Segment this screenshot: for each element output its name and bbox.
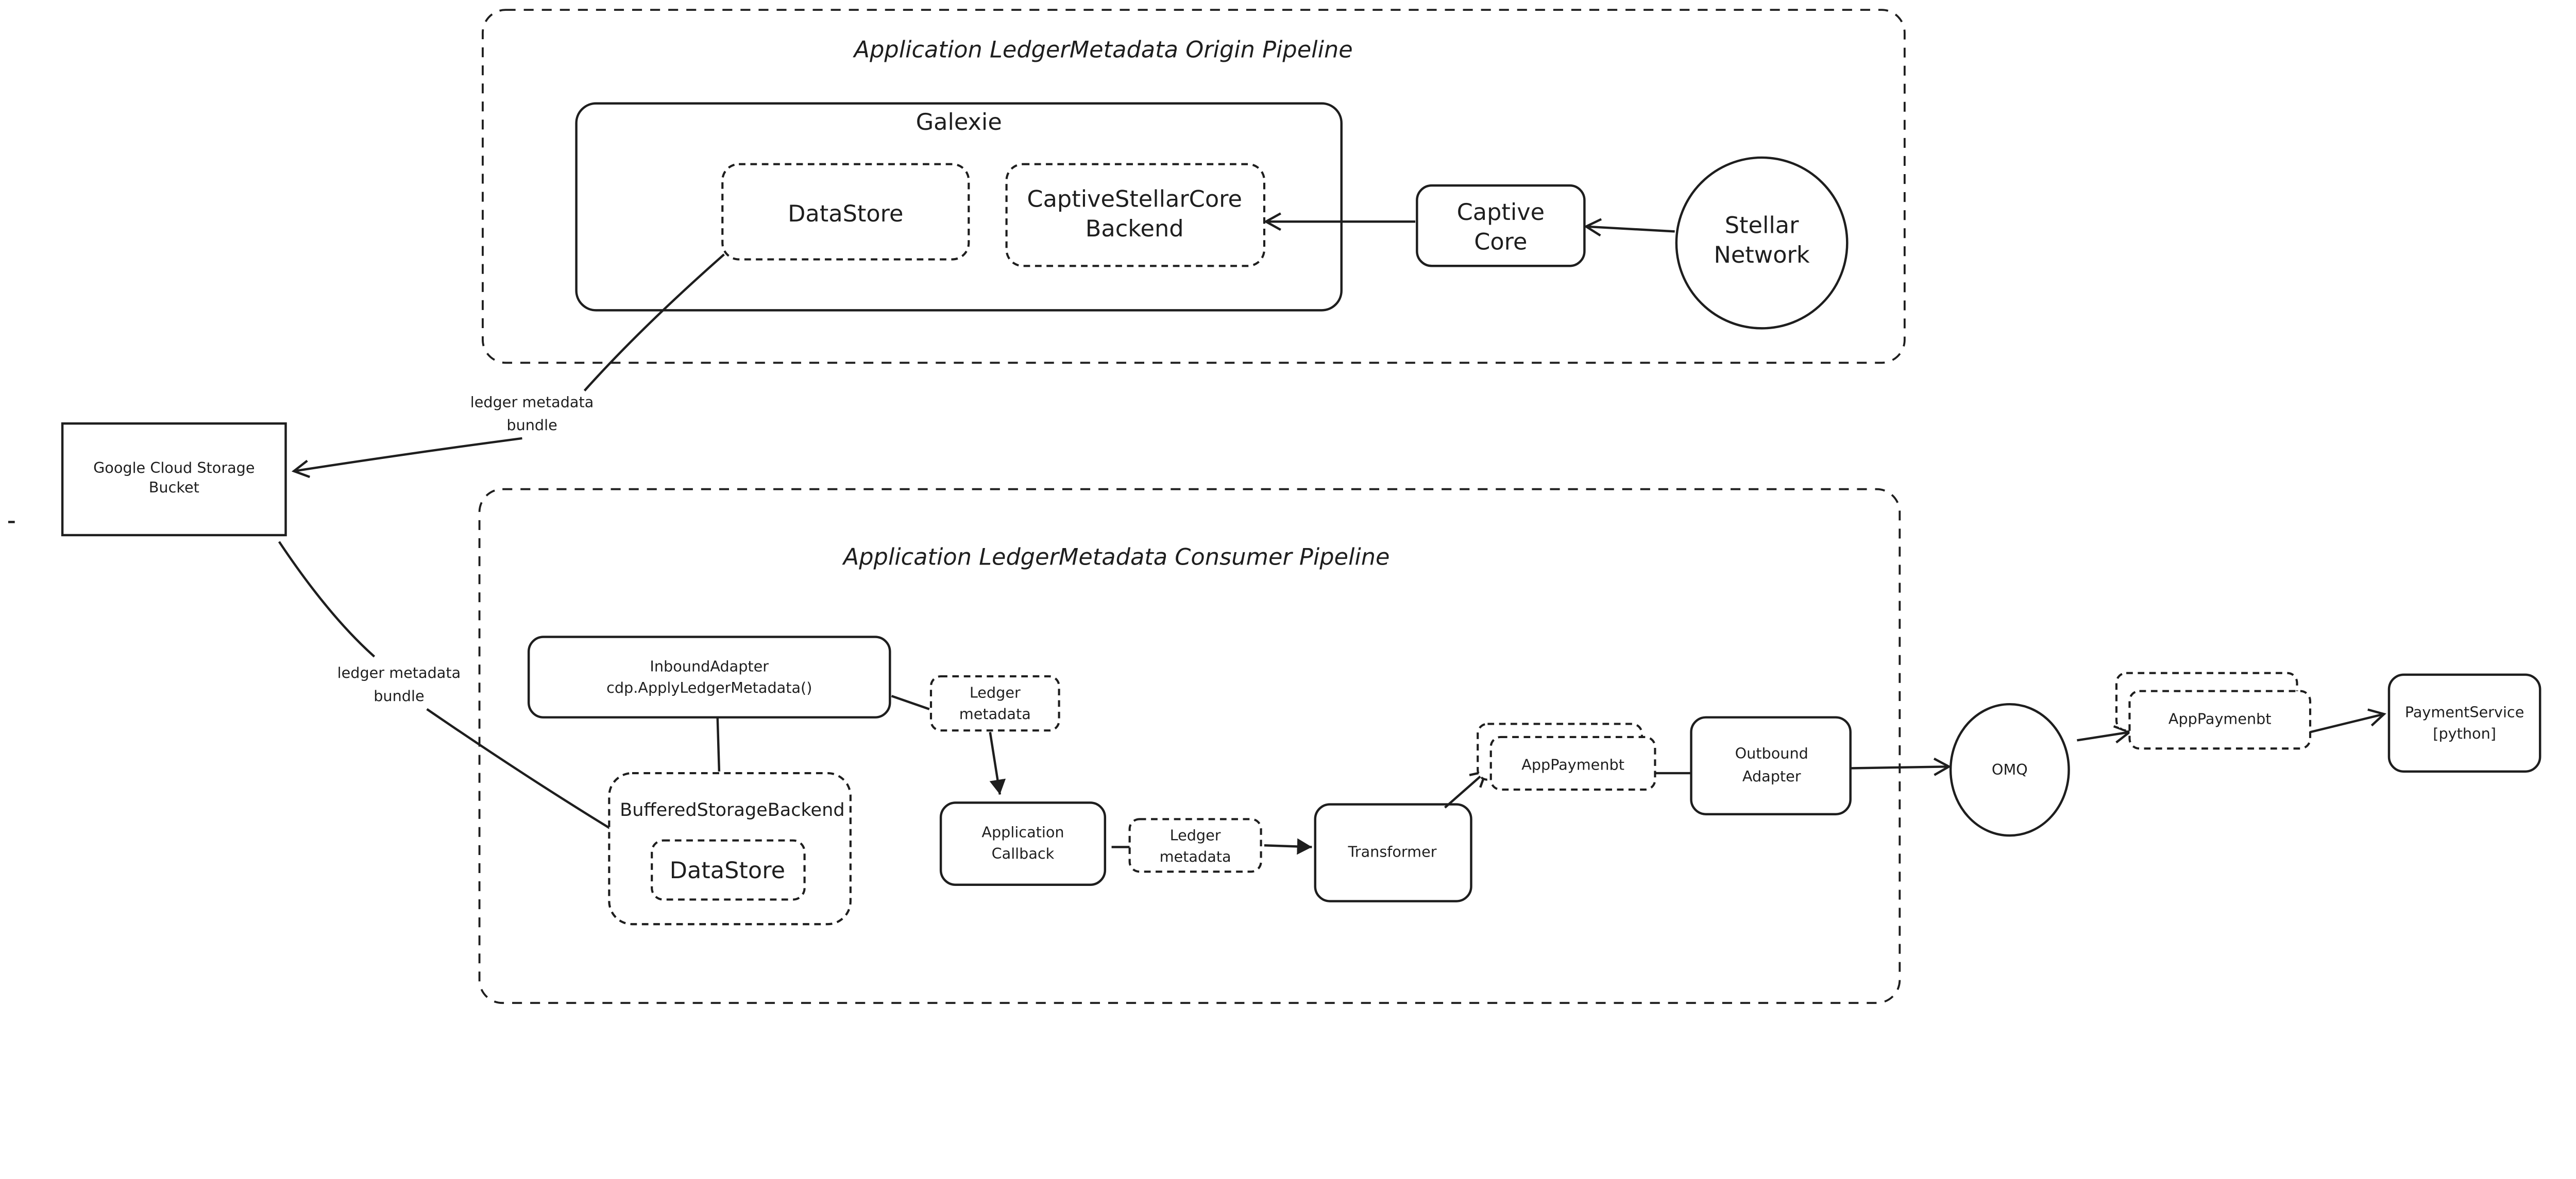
arrow-omq-to-payment <box>2077 725 2132 744</box>
captive-stellar-core-backend-node[interactable]: CaptiveStellarCore Backend <box>1005 163 1266 267</box>
captive-core-node[interactable]: Captive Core <box>1416 184 1586 267</box>
outbound-label-2: Adapter <box>1742 767 1801 785</box>
app-payment-2-label: AppPaymenbt <box>2168 710 2272 727</box>
callback-label-1: Application <box>981 823 1064 841</box>
edge-inbound-to-ledger-metadata <box>891 695 930 710</box>
outbound-adapter-node[interactable]: Outbound Adapter <box>1690 716 1852 815</box>
ledger-metadata-1-label-1: Ledger <box>970 684 1021 701</box>
app-payment-stack-2[interactable]: AppPaymenbt <box>2115 672 2312 750</box>
edge-gcs-to-consumer <box>278 541 376 658</box>
origin-pipeline-title: Application LedgerMetadata Origin Pipeli… <box>853 37 1353 63</box>
buffered-backend-label: BufferedStorageBackend <box>620 799 844 821</box>
download-label-2: bundle <box>374 687 424 705</box>
gcs-label-2: Bucket <box>149 479 199 496</box>
callback-label-2: Callback <box>992 845 1055 862</box>
consumer-datastore-label: DataStore <box>670 857 785 884</box>
captive-core-label-2: Core <box>1474 228 1527 255</box>
payment-service-node[interactable]: PaymentService [python] <box>2387 673 2541 773</box>
arrow-ledger-to-callback <box>989 732 1006 795</box>
stellar-network-label-1: Stellar <box>1725 212 1799 239</box>
gcs-bucket-node[interactable]: Google Cloud Storage Bucket <box>61 422 287 537</box>
payment-service-label-2: [python] <box>2433 725 2496 742</box>
arrow-transformer-to-payment <box>1444 770 1488 809</box>
arrow-ledger-to-transformer <box>1264 838 1312 855</box>
gcs-label-1: Google Cloud Storage <box>93 459 255 476</box>
captive-backend-label-2: Backend <box>1086 215 1184 242</box>
stellar-network-label-2: Network <box>1714 242 1809 268</box>
origin-pipeline-group: Application LedgerMetadata Origin Pipeli… <box>482 9 1906 364</box>
edge-inbound-to-buffered <box>716 717 721 772</box>
consumer-datastore-node[interactable]: DataStore <box>651 839 806 901</box>
ledger-metadata-2-label-1: Ledger <box>1170 827 1221 844</box>
captive-backend-label-1: CaptiveStellarCore <box>1027 186 1242 213</box>
app-payment-1-label: AppPaymenbt <box>1521 756 1624 774</box>
consumer-pipeline-group: Application LedgerMetadata Consumer Pipe… <box>478 488 1901 1004</box>
app-payment-stack-1[interactable]: AppPaymenbt <box>1477 723 1656 791</box>
arrow-outbound-to-omq <box>1850 757 1952 776</box>
origin-datastore-node[interactable]: DataStore <box>721 163 970 261</box>
stellar-network-node[interactable]: Stellar Network <box>1675 156 1849 330</box>
ledger-metadata-node-1[interactable]: Ledger metadata <box>929 675 1060 732</box>
captive-core-label-1: Captive <box>1457 199 1545 226</box>
ledger-metadata-1-label-2: metadata <box>959 705 1031 723</box>
arrow-to-gcs <box>291 437 522 479</box>
inbound-adapter-label-1: InboundAdapter <box>650 657 769 675</box>
inbound-adapter-node[interactable]: InboundAdapter cdp.ApplyLedgerMetadata() <box>527 636 891 719</box>
download-label-1: ledger metadata <box>337 664 461 681</box>
ledger-metadata-2-label-2: metadata <box>1160 848 1231 865</box>
arrow-payment-to-service <box>2310 708 2386 733</box>
ledger-metadata-node-2[interactable]: Ledger metadata <box>1128 818 1262 873</box>
architecture-diagram: Application LedgerMetadata Origin Pipeli… <box>8 9 2541 1004</box>
transformer-node[interactable]: Transformer <box>1314 803 1472 902</box>
origin-datastore-label: DataStore <box>788 200 903 227</box>
arrow-stellar-to-captive <box>1584 218 1675 237</box>
galexie-label: Galexie <box>916 109 1002 135</box>
upload-label-2: bundle <box>506 416 557 434</box>
omq-node[interactable]: OMQ <box>1949 703 2070 837</box>
edge-datastore-to-gcs <box>583 253 725 391</box>
inbound-adapter-label-2: cdp.ApplyLedgerMetadata() <box>606 679 812 696</box>
omq-label: OMQ <box>1992 761 2028 778</box>
transformer-label: Transformer <box>1348 843 1437 861</box>
upload-label-1: ledger metadata <box>470 393 594 411</box>
consumer-pipeline-title: Application LedgerMetadata Consumer Pipe… <box>842 543 1390 570</box>
outbound-label-1: Outbound <box>1735 744 1808 762</box>
payment-service-label-1: PaymentService <box>2405 704 2524 721</box>
application-callback-node[interactable]: Application Callback <box>939 801 1107 886</box>
